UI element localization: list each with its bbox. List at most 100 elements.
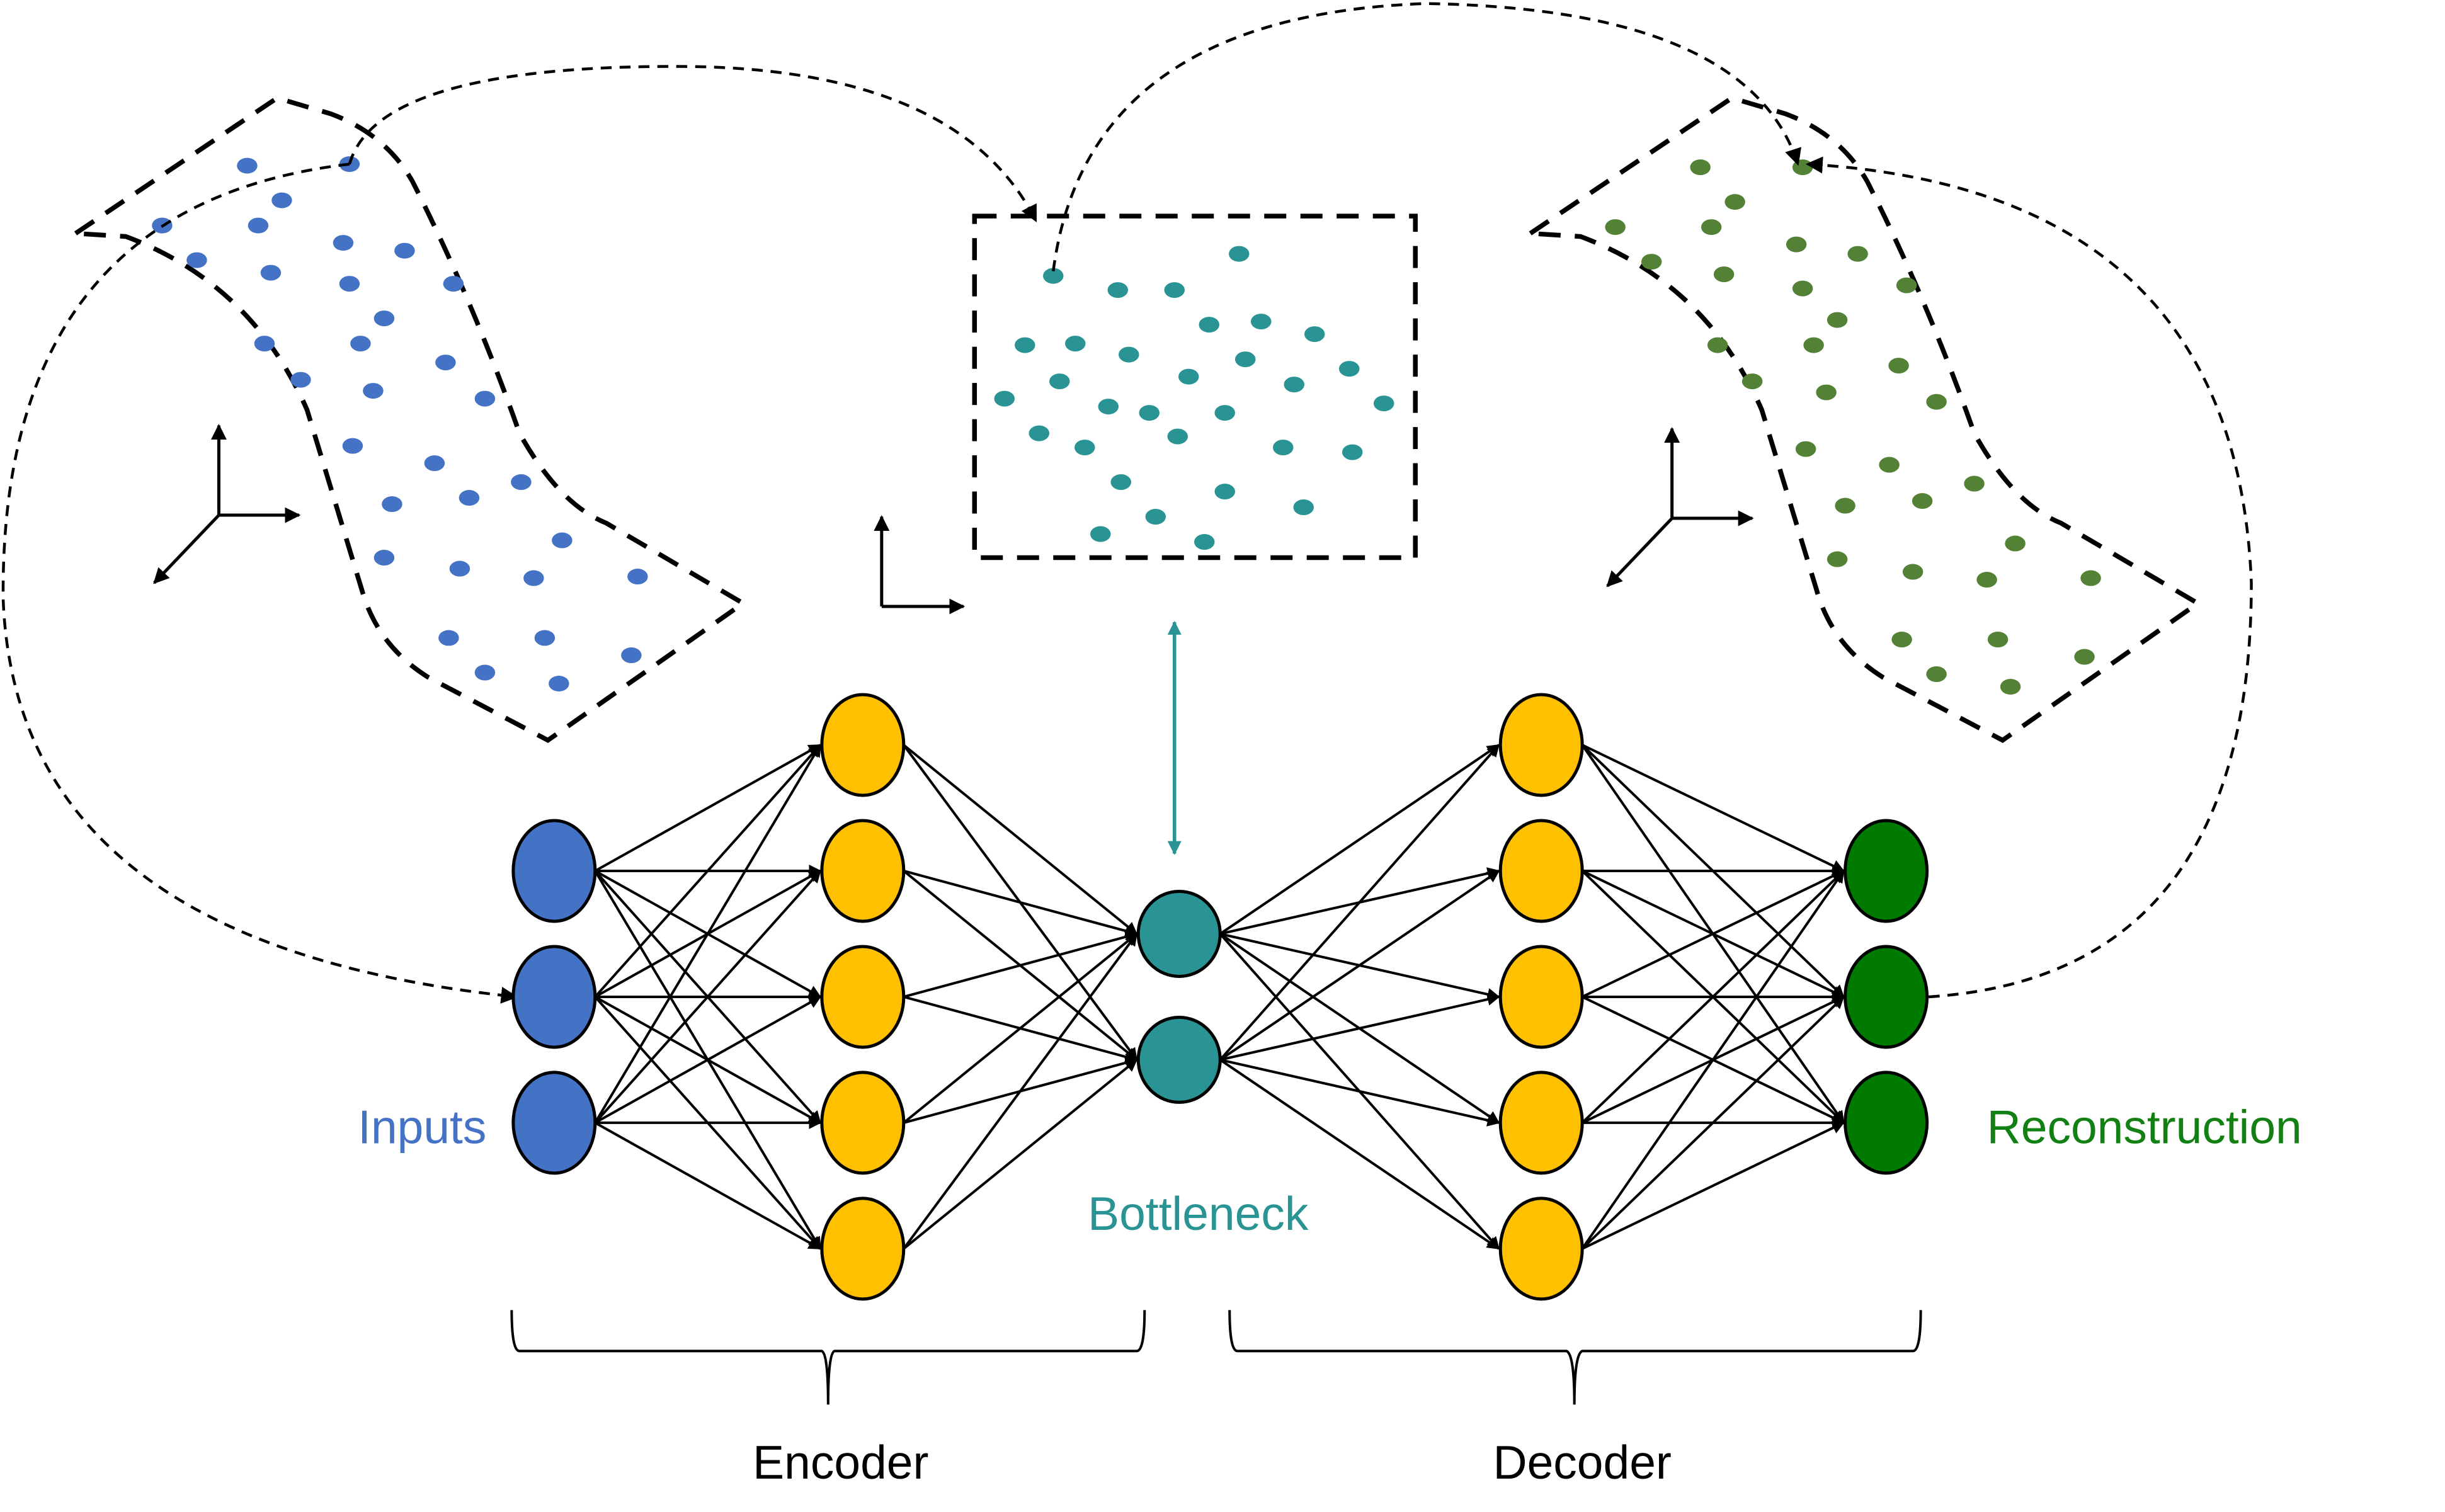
input-point-8: [394, 242, 415, 259]
bottleneck-label: Bottleneck: [1088, 1187, 1309, 1240]
output-point-22: [1835, 497, 1855, 514]
output-point-16: [1741, 373, 1763, 390]
edge-input-2-to-encoder-hidden-1: [594, 744, 821, 998]
latent-point-9: [1065, 336, 1086, 352]
latent-point-14: [1178, 368, 1199, 385]
encoder-label: Encoder: [753, 1436, 928, 1489]
decoder-hidden-node-3: [1498, 945, 1584, 1049]
latent-point-10: [1119, 346, 1139, 363]
latent-point-5: [1199, 317, 1220, 333]
latent-point-22: [1074, 440, 1095, 456]
output-node-1: [1844, 819, 1929, 923]
output-point-19: [1795, 441, 1816, 457]
edge-decoder-hidden-1-to-output-1: [1582, 744, 1845, 872]
edge-bottleneck-2-to-decoder-hidden-4: [1219, 1058, 1500, 1127]
latent-space-box: [972, 213, 1418, 560]
latent-points: [994, 246, 1394, 550]
output-point-3: [1724, 194, 1745, 210]
2d-axes-icon: [874, 515, 966, 615]
latent-point-27: [1214, 484, 1235, 500]
input-point-3: [271, 192, 292, 208]
output-point-32: [1926, 666, 1947, 683]
edge-bottleneck-2-to-decoder-hidden-5: [1219, 1059, 1500, 1250]
latent-point-3: [1107, 282, 1129, 298]
latent-point-12: [1338, 361, 1360, 377]
latent-point-20: [1373, 395, 1394, 412]
output-node-2: [1844, 945, 1929, 1049]
latent-point-1: [1043, 268, 1064, 284]
output-point-28: [2080, 570, 2101, 586]
output-point-18: [1926, 394, 1947, 410]
output-point-11: [1896, 277, 1917, 293]
input-point-32: [474, 664, 496, 681]
edge-input-3-to-encoder-hidden-5: [594, 1122, 822, 1250]
input-point-1: [237, 157, 258, 174]
input-point-10: [339, 276, 360, 292]
edge-encoder-hidden-2-to-bottleneck-1: [903, 870, 1138, 937]
edge-encoder-hidden-5-to-bottleneck-1: [903, 933, 1138, 1250]
output-node-3: [1844, 1071, 1929, 1175]
latent-point-11: [1234, 351, 1256, 368]
input-point-31: [621, 647, 642, 664]
edge-bottleneck-1-to-decoder-hidden-1: [1219, 744, 1500, 935]
latent-to-output-arc: [1052, 2, 1801, 271]
input-points: [152, 156, 648, 692]
edge-decoder-hidden-5-to-output-1: [1581, 870, 1845, 1250]
manifold-to-latent-arc: [348, 65, 1037, 223]
reconstruction-label: Reconstruction: [1987, 1100, 2302, 1153]
output-point-20: [1879, 457, 1900, 473]
input-point-23: [459, 490, 480, 506]
decoder-brace: [1228, 1310, 1922, 1405]
input-point-28: [627, 569, 648, 585]
output-point-25: [1827, 551, 1848, 567]
bottleneck-node-2: [1136, 1015, 1222, 1104]
edge-encoder-hidden-4-to-bottleneck-1: [903, 933, 1138, 1124]
output-point-2: [1792, 159, 1813, 176]
input-point-17: [363, 383, 384, 399]
latent-point-29: [1090, 526, 1111, 542]
input-to-manifold-arc: [1, 162, 518, 1004]
latent-point-4: [1164, 282, 1185, 298]
input-point-12: [373, 310, 395, 327]
input-point-15: [435, 355, 456, 371]
input-manifold-outline: [68, 95, 748, 743]
latent-point-16: [994, 390, 1015, 407]
encoder-hidden-node-5: [820, 1197, 906, 1301]
input-point-27: [523, 570, 544, 586]
output-point-31: [2074, 649, 2095, 665]
latent-point-18: [1139, 405, 1160, 421]
latent-point-24: [1272, 440, 1294, 456]
output-point-29: [1891, 632, 1912, 648]
input-point-29: [438, 630, 459, 646]
latent-point-6: [1250, 314, 1272, 330]
input-point-5: [248, 217, 269, 234]
latent-point-23: [1167, 428, 1188, 445]
edge-encoder-hidden-1-to-bottleneck-1: [903, 744, 1138, 935]
edge-bottleneck-2-to-decoder-hidden-1: [1219, 744, 1500, 1061]
encoder-brace: [510, 1310, 1146, 1405]
decoder-hidden-node-5: [1498, 1197, 1584, 1301]
latent-point-30: [1145, 509, 1166, 525]
edge-decoder-hidden-3-to-output-1: [1582, 870, 1845, 998]
latent-point-7: [1304, 326, 1325, 343]
decoder-label: Decoder: [1493, 1436, 1671, 1489]
latent-point-17: [1098, 399, 1119, 415]
latent-space: [874, 213, 1418, 615]
input-manifold: [68, 95, 748, 743]
bottleneck-node-1: [1136, 889, 1222, 978]
latent-point-21: [1029, 425, 1050, 441]
edge-input-3-to-encoder-hidden-3: [594, 996, 822, 1124]
input-node-2: [511, 945, 597, 1049]
output-point-6: [1641, 254, 1662, 270]
output-point-13: [1707, 337, 1728, 353]
edge-input-3-to-encoder-hidden-1: [594, 744, 822, 1123]
edge-encoder-hidden-5-to-bottleneck-2: [903, 1059, 1138, 1250]
decoder-hidden-node-2: [1498, 819, 1584, 923]
input-point-33: [549, 676, 569, 692]
input-point-13: [254, 336, 275, 352]
input-node-1: [511, 819, 597, 923]
input-point-16: [290, 372, 311, 388]
output-point-33: [2000, 679, 2021, 695]
